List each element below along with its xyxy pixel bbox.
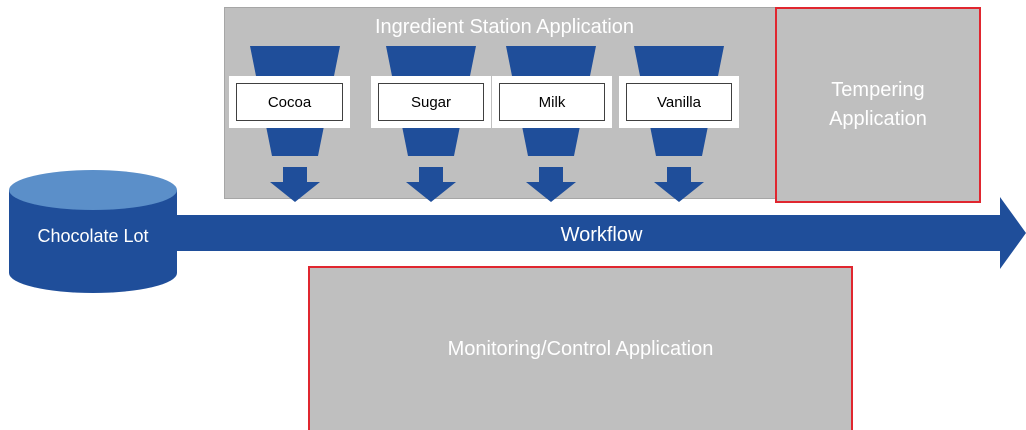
monitoring-control-application-box: Monitoring/Control Application	[308, 266, 853, 430]
ingredient-box-milk: Milk	[492, 76, 612, 128]
ingredient-box-cocoa: Cocoa	[229, 76, 350, 128]
ingredient-station-title: Ingredient Station Application	[374, 16, 635, 38]
ingredient-label: Sugar	[378, 83, 484, 121]
ingredient-label: Vanilla	[626, 83, 732, 121]
monitoring-control-application-label: Monitoring/Control Application	[447, 337, 714, 360]
tempering-application-label: Tempering Application	[829, 79, 927, 130]
ingredient-box-sugar: Sugar	[371, 76, 491, 128]
tempering-application-box: Tempering Application	[775, 7, 981, 203]
right-arrow-icon	[177, 197, 1026, 274]
chocolate-lot-label: Chocolate Lot	[37, 226, 149, 246]
database-cylinder-icon	[9, 170, 177, 299]
workflow-label: Workflow	[560, 224, 643, 246]
ingredient-label: Milk	[499, 83, 605, 121]
ingredient-box-vanilla: Vanilla	[619, 76, 739, 128]
ingredient-label: Cocoa	[236, 83, 343, 121]
